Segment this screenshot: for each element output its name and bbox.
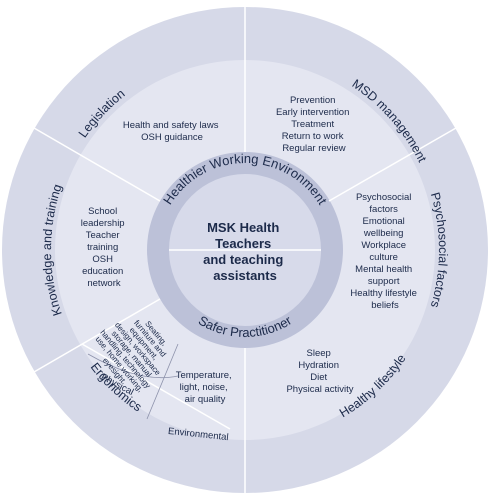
msd-management-items: Prevention Early intervention Treatment … (276, 95, 352, 154)
divider-upper-left (33, 127, 161, 202)
ergonomics-subdivider-curve (87, 353, 179, 379)
knowledge-training-items: School leadership Teacher training OSH e… (81, 206, 127, 289)
divider-lower-left (33, 298, 161, 373)
divider-upper-right (328, 127, 457, 202)
ergonomics-subdivider-line (146, 343, 179, 420)
segment-dividers (33, 7, 457, 493)
environmental-items: Temperature, light, noise, air quality (176, 370, 235, 405)
healthy-lifestyle-items: Sleep Hydration Diet Physical activity (286, 348, 353, 395)
divider-ergonomics-outer (81, 343, 231, 430)
legislation-items: Health and safety laws OSH guidance (123, 120, 221, 143)
psychosocial-items: Psychosocial factors Emotional wellbeing… (350, 192, 419, 311)
center-title: MSK Health Teachers and teaching assista… (203, 220, 287, 283)
ergonomics-subdividers (87, 343, 179, 420)
